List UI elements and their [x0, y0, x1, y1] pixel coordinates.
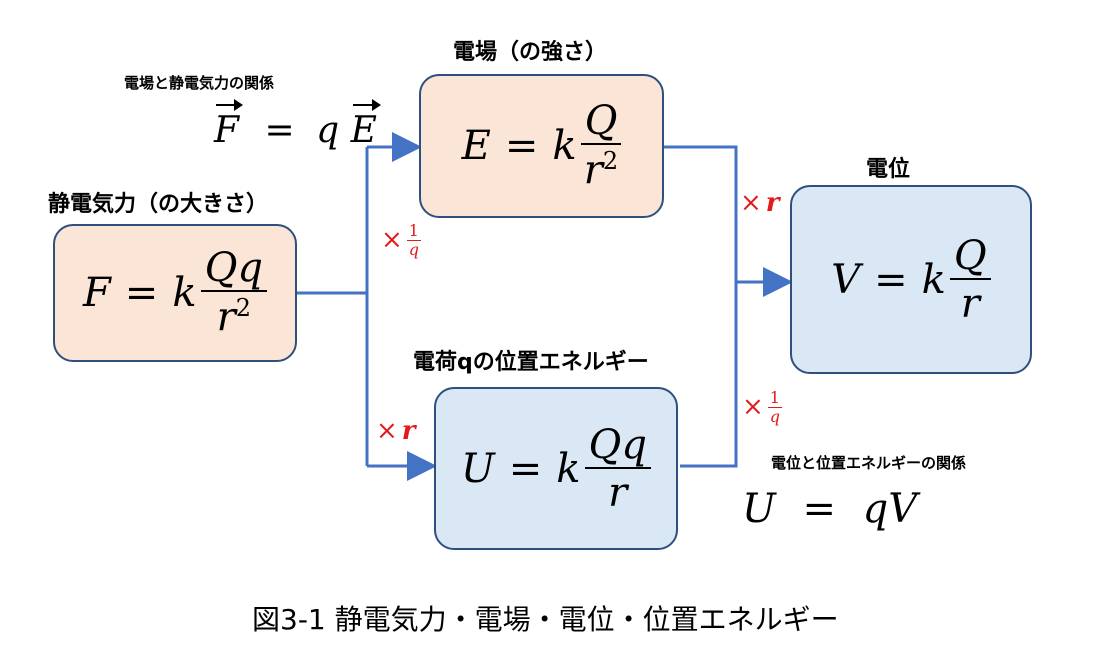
energy-formula: U = k Qq r [461, 425, 651, 513]
multiplier-to-potential-bottom: × 1 q [742, 389, 782, 425]
force-title: 静電気力（の大きさ） [48, 192, 269, 217]
equals-sign: = [504, 122, 539, 169]
fraction-denominator: q [769, 406, 781, 426]
exponent: 2 [602, 147, 619, 176]
potential-formula: V = k Q r [831, 236, 991, 327]
equals-sign: = [508, 445, 543, 492]
coulomb-constant: k [921, 256, 946, 303]
efield-formula: E = k Q r2 [461, 101, 622, 191]
coulomb-constant: k [172, 269, 197, 316]
fraction-numerator: Qq [584, 425, 651, 469]
exponent: 2 [235, 294, 251, 323]
potential-title: 電位 [866, 157, 911, 182]
equals-sign: = [874, 256, 908, 303]
fraction-denominator: q [408, 239, 420, 259]
multiplier-to-energy: × r [376, 416, 416, 446]
energy-lhs: U [461, 445, 495, 492]
potential-fraction: Q r [949, 236, 991, 327]
force-formula: F = k Qq r2 [83, 248, 267, 338]
multiplier-to-potential-top: × r [740, 188, 780, 218]
charge-potential-product: qV [862, 486, 918, 532]
equals-sign: = [124, 269, 159, 316]
force-lhs: F [83, 269, 111, 316]
distance-symbol: r [401, 416, 416, 446]
fraction-numerator: Qq [200, 248, 267, 293]
times-sign: × [376, 416, 398, 446]
times-sign: × [740, 188, 762, 218]
times-sign: × [742, 392, 764, 423]
equals-sign: = [264, 110, 295, 151]
multiplier-to-efield: × 1 q [381, 222, 421, 258]
force-fraction: Qq r2 [200, 248, 267, 338]
energy-fraction: Qq r [584, 425, 651, 516]
distance-symbol: r [216, 294, 236, 341]
efield-fraction: Q r2 [580, 101, 622, 191]
fraction-numerator: 1 [767, 388, 782, 408]
fraction-numerator: 1 [406, 221, 421, 241]
fraction-numerator: Q [580, 101, 622, 146]
equals-sign: = [802, 486, 836, 532]
fraction-numerator: Q [949, 236, 991, 280]
relation1-title: 電場と静電気力の関係 [124, 74, 275, 92]
potential-lhs: V [831, 256, 861, 303]
relation2-title: 電位と位置エネルギーの関係 [771, 454, 967, 472]
relation1-formula: F = q E [214, 99, 382, 151]
fraction-denominator: r2 [217, 292, 251, 337]
force-box: F = k Qq r2 [53, 224, 297, 362]
efield-vector: E [350, 99, 382, 151]
efield-box: E = k Q r2 [419, 74, 664, 218]
distance-symbol: r [765, 188, 780, 218]
coulomb-constant: k [552, 122, 577, 169]
force-vector: F [214, 99, 243, 151]
fraction-denominator: r2 [584, 145, 618, 190]
energy-box: U = k Qq r [434, 387, 678, 550]
figure-caption: 図3-1 静電気力・電場・電位・位置エネルギー [252, 603, 839, 636]
coulomb-constant: k [556, 445, 581, 492]
energy-symbol: U [742, 486, 776, 532]
energy-title: 電荷qの位置エネルギー [413, 350, 649, 375]
fraction-denominator: r [960, 280, 980, 327]
relation2-formula: U = qV [742, 486, 917, 532]
inverse-charge-fraction: 1 q [767, 388, 782, 426]
inverse-charge-fraction: 1 q [406, 221, 421, 259]
efield-lhs: E [461, 122, 491, 169]
fraction-denominator: r [608, 469, 628, 516]
efield-title: 電場（の強さ） [453, 40, 608, 65]
potential-box: V = k Q r [790, 185, 1032, 374]
charge-symbol: q [316, 110, 340, 151]
times-sign: × [381, 225, 403, 256]
distance-symbol: r [583, 147, 603, 194]
